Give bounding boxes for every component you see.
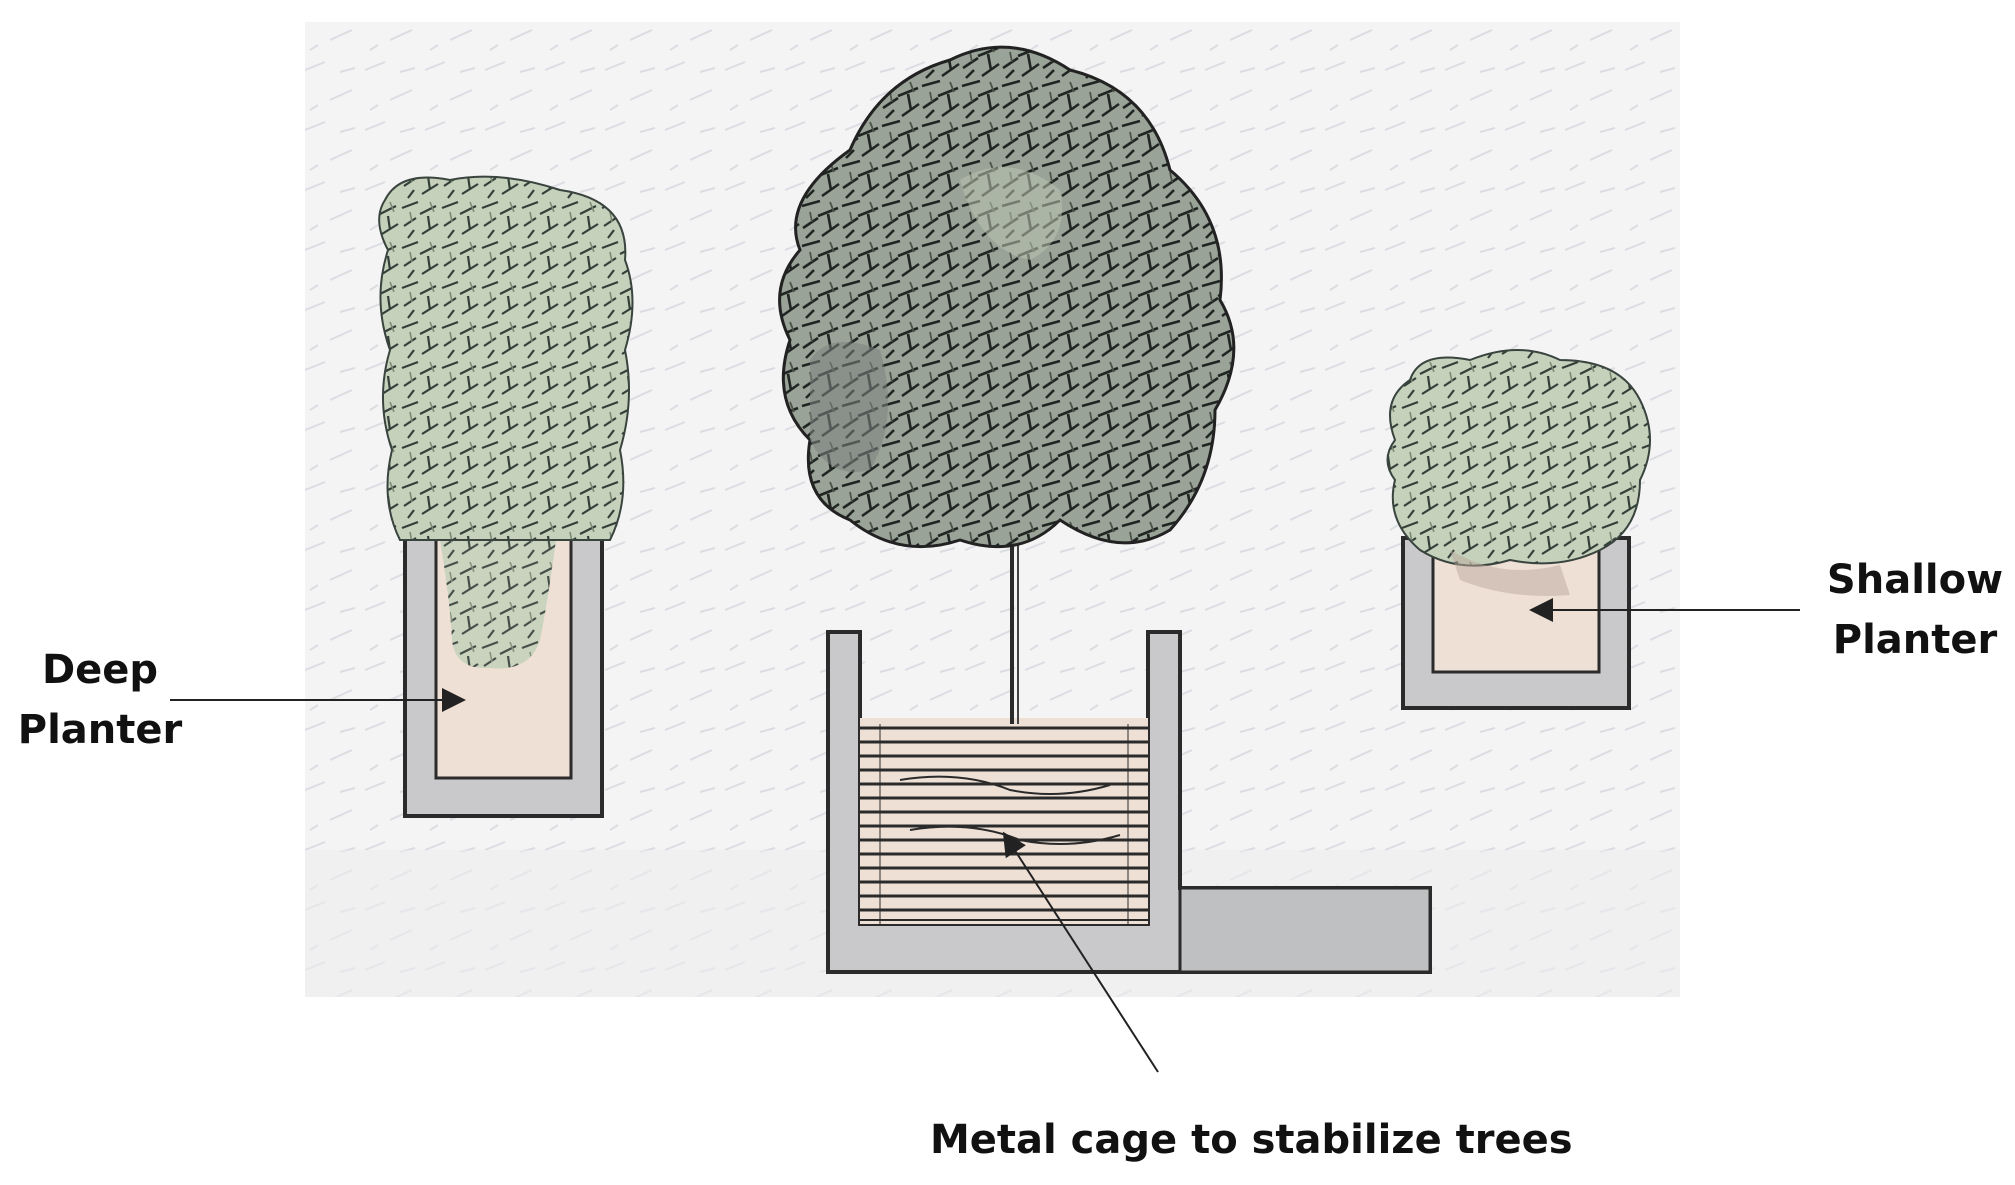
metal-cage-label: Metal cage to stabilize trees [930,1117,1573,1163]
deep-planter-label-line2: Planter [17,707,183,753]
root-ball [440,540,556,669]
deep-planter [403,536,604,818]
shallow-planter-label-line1: Shallow [1826,557,2004,603]
cage-leader-line [1002,831,1159,1073]
columnar-shrub-icon [378,175,634,541]
deep-planter-label-line1: Deep [41,647,159,693]
tree-icon [778,45,1236,724]
shallow-planter-label-line2: Planter [1832,617,1998,663]
deep-planter-label: Deep Planter [10,640,190,760]
shallow-planter-label: Shallow Planter [1810,550,2015,670]
tree-planter [826,630,1432,974]
shallow-planter [1401,536,1631,710]
round-shrub-icon [1386,349,1651,596]
